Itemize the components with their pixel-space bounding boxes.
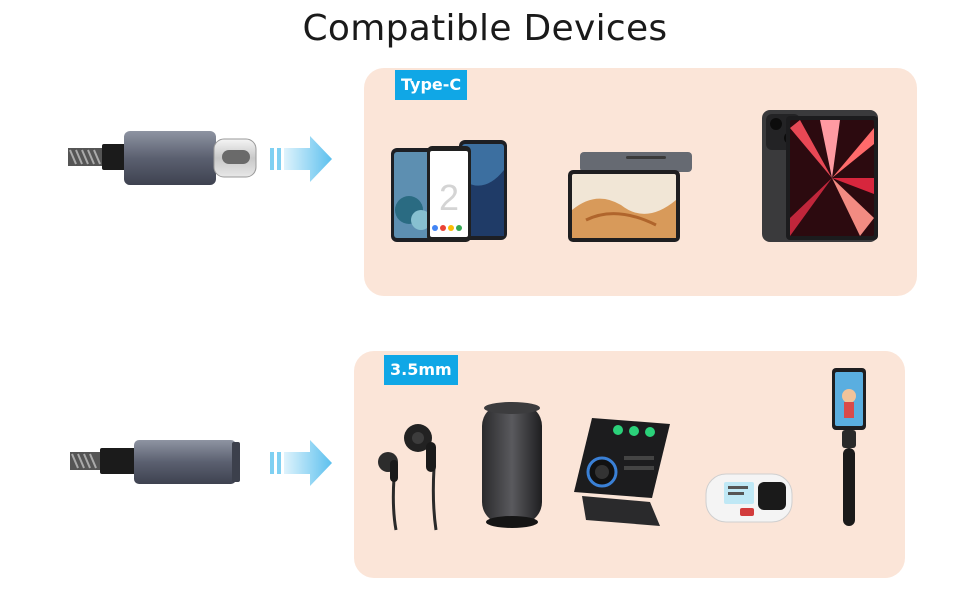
svg-text:2: 2 xyxy=(439,177,459,218)
audio-jack-badge: 3.5mm xyxy=(384,355,458,385)
mini-player-icon xyxy=(704,470,794,526)
tablet-icon xyxy=(566,150,696,242)
arrow-right-icon xyxy=(268,134,334,184)
selfie-stick-icon xyxy=(824,366,874,528)
bluetooth-speaker-icon xyxy=(480,400,544,532)
audio-jack-connector-icon xyxy=(66,436,246,488)
page-title: Compatible Devices xyxy=(302,8,668,49)
sound-card-icon xyxy=(572,416,672,528)
arrow-right-icon xyxy=(268,438,334,488)
ipad-icon xyxy=(760,108,880,244)
typec-badge: Type-C xyxy=(395,70,468,100)
earphones-icon xyxy=(374,418,460,532)
usb-c-connector-icon xyxy=(64,126,264,190)
smartphones-icon: 2 xyxy=(389,140,509,244)
